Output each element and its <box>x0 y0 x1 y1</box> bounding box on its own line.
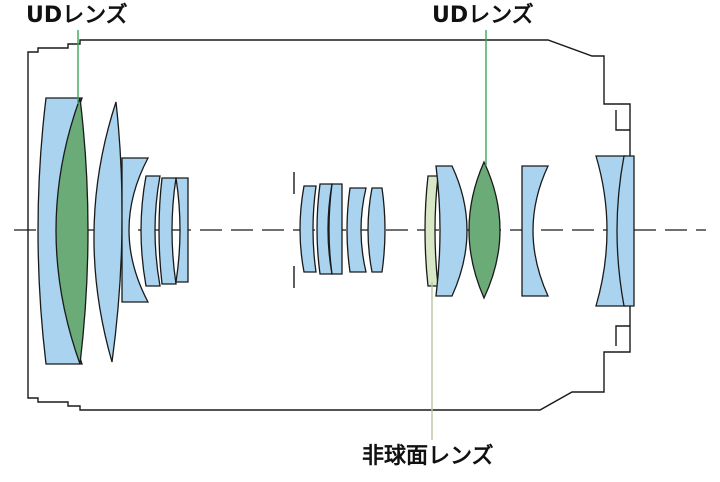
lens-barrel-rear-step <box>615 110 630 346</box>
aspherical-lens <box>424 175 439 287</box>
group3-element-1 <box>299 185 317 273</box>
group2-element-3 <box>158 177 177 285</box>
ud-lens-rear <box>468 160 501 300</box>
group2-element-1 <box>121 157 150 303</box>
aspherical-lens-label: 非球面レンズ <box>362 444 494 469</box>
group3-element-4 <box>346 187 367 273</box>
group4-element-2 <box>435 165 468 297</box>
group2-element-4 <box>175 177 189 283</box>
group5-element-1 <box>521 165 550 297</box>
ud-lens-front-label: UDレンズ <box>26 3 128 28</box>
group3-element-3 <box>328 183 343 275</box>
ud-lens-front <box>55 97 89 365</box>
front-element-3 <box>93 101 123 363</box>
rear-element-2 <box>616 155 635 307</box>
group3-element-5 <box>367 187 386 273</box>
lens-barrel-outline <box>27 39 631 411</box>
group2-element-2 <box>140 175 161 287</box>
ud-lens-rear-label: UDレンズ <box>432 3 534 28</box>
